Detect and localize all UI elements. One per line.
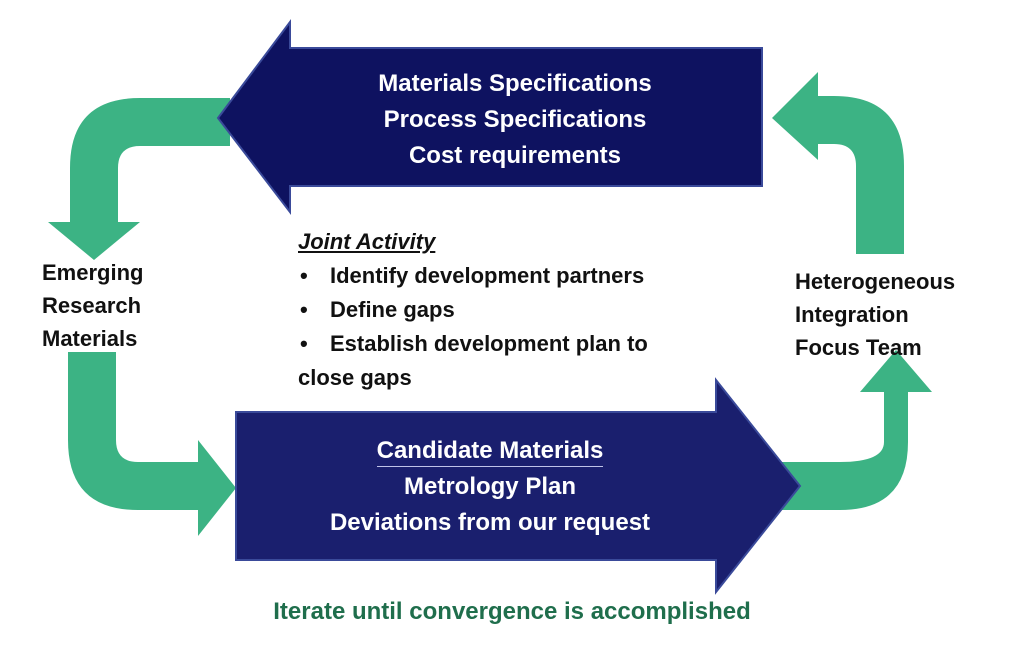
joint-activity-bullet: Identify development partners bbox=[298, 259, 648, 293]
left-label-line: Research bbox=[42, 293, 142, 318]
joint-activity-title: Joint Activity bbox=[298, 229, 436, 254]
joint-activity-bullet: Define gaps bbox=[298, 293, 648, 327]
left-label-line: Emerging bbox=[42, 260, 144, 285]
bottom-arrow-text: Candidate Materials Metrology Plan Devia… bbox=[255, 433, 725, 541]
bottom-arrow-line: Deviations from our request bbox=[329, 509, 651, 536]
bottom-flow-arrow bbox=[235, 377, 802, 595]
loop-arrow-right-bottom bbox=[780, 350, 932, 510]
joint-activity-block: Joint Activity Identify development part… bbox=[298, 225, 648, 395]
right-label-line: Focus Team bbox=[795, 335, 922, 360]
right-label-line: Integration bbox=[795, 302, 909, 327]
right-label-line: Heterogeneous bbox=[795, 269, 956, 294]
loop-arrow-left-top bbox=[48, 98, 230, 260]
top-arrow-line: Materials Specifications bbox=[378, 70, 652, 97]
heterogeneous-integration-label: Heterogeneous Integration Focus Team bbox=[795, 265, 955, 364]
emerging-research-materials-label: Emerging Research Materials bbox=[42, 256, 143, 355]
joint-activity-bullet: Establish development plan to bbox=[298, 327, 648, 361]
top-arrow-line: Cost requirements bbox=[408, 142, 622, 169]
top-arrow-text: Materials Specifications Process Specifi… bbox=[280, 66, 750, 174]
loop-arrow-left-bottom bbox=[68, 352, 236, 536]
iterate-footer: Iterate until convergence is accomplishe… bbox=[273, 598, 751, 625]
left-label-line: Materials bbox=[42, 326, 138, 351]
joint-activity-list: Identify development partners Define gap… bbox=[298, 259, 648, 361]
top-feedback-arrow bbox=[216, 19, 763, 215]
loop-arrow-right-top bbox=[772, 72, 904, 254]
joint-activity-continuation: close gaps bbox=[298, 365, 412, 390]
bottom-arrow-line: Metrology Plan bbox=[403, 473, 577, 500]
top-arrow-line: Process Specifications bbox=[383, 106, 647, 133]
bottom-arrow-line: Candidate Materials bbox=[376, 436, 604, 467]
